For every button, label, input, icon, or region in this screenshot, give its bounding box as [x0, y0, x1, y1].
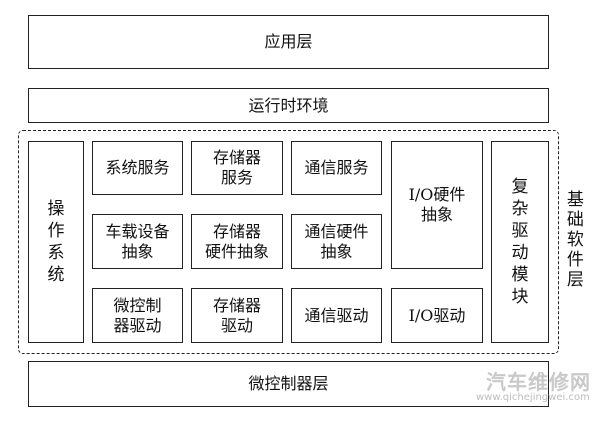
- application-layer-label: 应用层: [264, 32, 313, 51]
- basic-software-layer-container: [18, 130, 559, 354]
- runtime-environment-box: 运行时环境: [28, 88, 549, 123]
- basic-software-layer-label: 基础软件层: [566, 190, 584, 290]
- microcontroller-layer-label: 微控制器层: [248, 374, 329, 393]
- communication-services-box: 通信服务: [291, 141, 382, 195]
- communication-drivers-box: 通信驱动: [291, 288, 382, 343]
- memory-drivers-box: 存储器 驱动: [191, 288, 283, 343]
- runtime-environment-label: 运行时环境: [248, 95, 329, 115]
- onboard-device-abstraction-label: 车载设备 抽象: [105, 221, 170, 261]
- memory-hardware-abstraction-box: 存储器 硬件抽象: [191, 214, 283, 269]
- onboard-device-abstraction-box: 车载设备 抽象: [92, 214, 183, 269]
- memory-services-label: 存储器 服务: [212, 148, 261, 187]
- watermark-url: www.qichejingwei.com: [476, 392, 590, 403]
- complex-drivers-label: 复杂驱动模块: [511, 177, 529, 307]
- memory-hardware-abstraction-label: 存储器 硬件抽象: [204, 221, 269, 261]
- io-hardware-abstraction-label: I/O硬件 抽象: [408, 185, 466, 224]
- operating-system-box: 操作系统: [28, 141, 84, 343]
- operating-system-label: 操作系统: [47, 199, 65, 285]
- system-services-label: 系统服务: [105, 158, 170, 177]
- microcontroller-drivers-box: 微控制 器驱动: [92, 288, 183, 343]
- communication-hardware-abstraction-box: 通信硬件 抽象: [291, 214, 382, 269]
- complex-drivers-box: 复杂驱动模块: [491, 141, 549, 343]
- io-drivers-label: I/O驱动: [408, 305, 466, 325]
- microcontroller-drivers-label: 微控制 器驱动: [113, 295, 162, 335]
- application-layer-box: 应用层: [28, 15, 549, 69]
- communication-drivers-label: 通信驱动: [304, 305, 369, 325]
- system-services-box: 系统服务: [92, 141, 183, 195]
- watermark-text: 汽车维修网: [486, 370, 591, 394]
- io-drivers-box: I/O驱动: [391, 288, 483, 343]
- memory-services-box: 存储器 服务: [191, 141, 283, 195]
- microcontroller-layer-box: 微控制器层: [28, 361, 549, 407]
- io-hardware-abstraction-box: I/O硬件 抽象: [391, 141, 483, 269]
- memory-drivers-label: 存储器 驱动: [212, 295, 261, 335]
- communication-services-label: 通信服务: [304, 158, 369, 177]
- communication-hardware-abstraction-label: 通信硬件 抽象: [304, 221, 369, 261]
